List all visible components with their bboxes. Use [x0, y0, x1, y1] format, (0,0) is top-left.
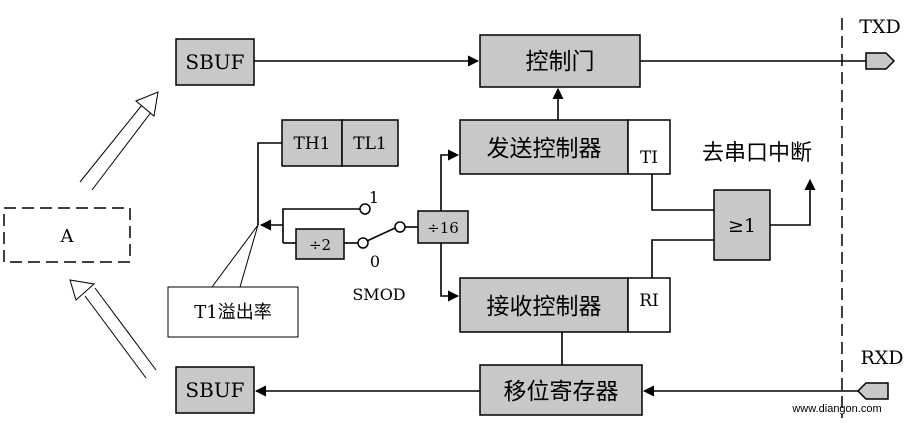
sbuf-tx-block: SBUF	[175, 38, 255, 86]
rxd-pin-icon	[856, 382, 889, 400]
smod-label: SMOD	[352, 285, 405, 304]
txd-pin-icon	[865, 52, 896, 70]
bus-to-sbuf-hollow-arrow-icon	[79, 91, 159, 191]
rxd-label: RXD	[860, 347, 903, 369]
tx-controller-block: 发送控制器 TI	[459, 119, 671, 175]
bus-a-block: A	[3, 207, 131, 263]
smod-1-label: 1	[369, 188, 379, 207]
smod-switch-pivot	[394, 221, 406, 233]
ti-to-or-line	[651, 174, 714, 211]
ri-flag-label: RI	[639, 291, 659, 311]
sbuf-rx-label: SBUF	[185, 378, 244, 402]
div2-block: ÷2	[295, 228, 345, 260]
smod-0-label: 0	[370, 252, 380, 271]
div16-to-tx-arrow	[440, 149, 460, 211]
div16-block: ÷16	[417, 210, 469, 244]
t1-overflow-label: T1溢出率	[194, 302, 271, 323]
bus-a-label: A	[60, 226, 75, 247]
div2-label: ÷2	[309, 236, 331, 254]
th1-label: TH1	[294, 134, 331, 154]
shift-register-block: 移位寄存器	[479, 364, 643, 416]
sbuf-tx-label: SBUF	[185, 50, 244, 74]
watermark-text: www.diangon.com	[791, 403, 881, 415]
control-gate-block: 控制门	[479, 34, 641, 88]
rx-controller-label: 接收控制器	[487, 294, 602, 320]
txd-label: TXD	[859, 16, 900, 38]
ri-to-or-line	[651, 239, 714, 278]
control-gate-label: 控制门	[526, 49, 595, 75]
tx-controller-label: 发送控制器	[487, 136, 602, 162]
direct-path-line	[282, 208, 360, 243]
interrupt-arrow	[770, 178, 816, 226]
t1-overflow-callout: T1溢出率	[167, 224, 299, 338]
shift-register-label: 移位寄存器	[504, 379, 619, 405]
sbuf-rx-block: SBUF	[175, 366, 255, 414]
rx-controller-block: 接收控制器 RI	[459, 277, 671, 333]
ti-flag-label: TI	[640, 148, 658, 168]
smod-contact-0	[357, 237, 369, 249]
div16-to-rx-arrow	[440, 243, 460, 302]
or-gate-block: ≥1	[713, 189, 771, 261]
or-gate-label: ≥1	[728, 215, 756, 237]
smod-contact-1	[359, 203, 371, 215]
timer-output-line	[257, 142, 282, 225]
th1-tl1-block: TH1 TL1	[281, 119, 399, 167]
tl1-label: TL1	[353, 134, 386, 154]
div16-label: ÷16	[427, 219, 459, 237]
interrupt-label: 去串口中断	[702, 141, 812, 166]
smod-switch-blade	[366, 227, 396, 242]
sbuf-to-bus-hollow-arrow-icon	[69, 279, 157, 379]
